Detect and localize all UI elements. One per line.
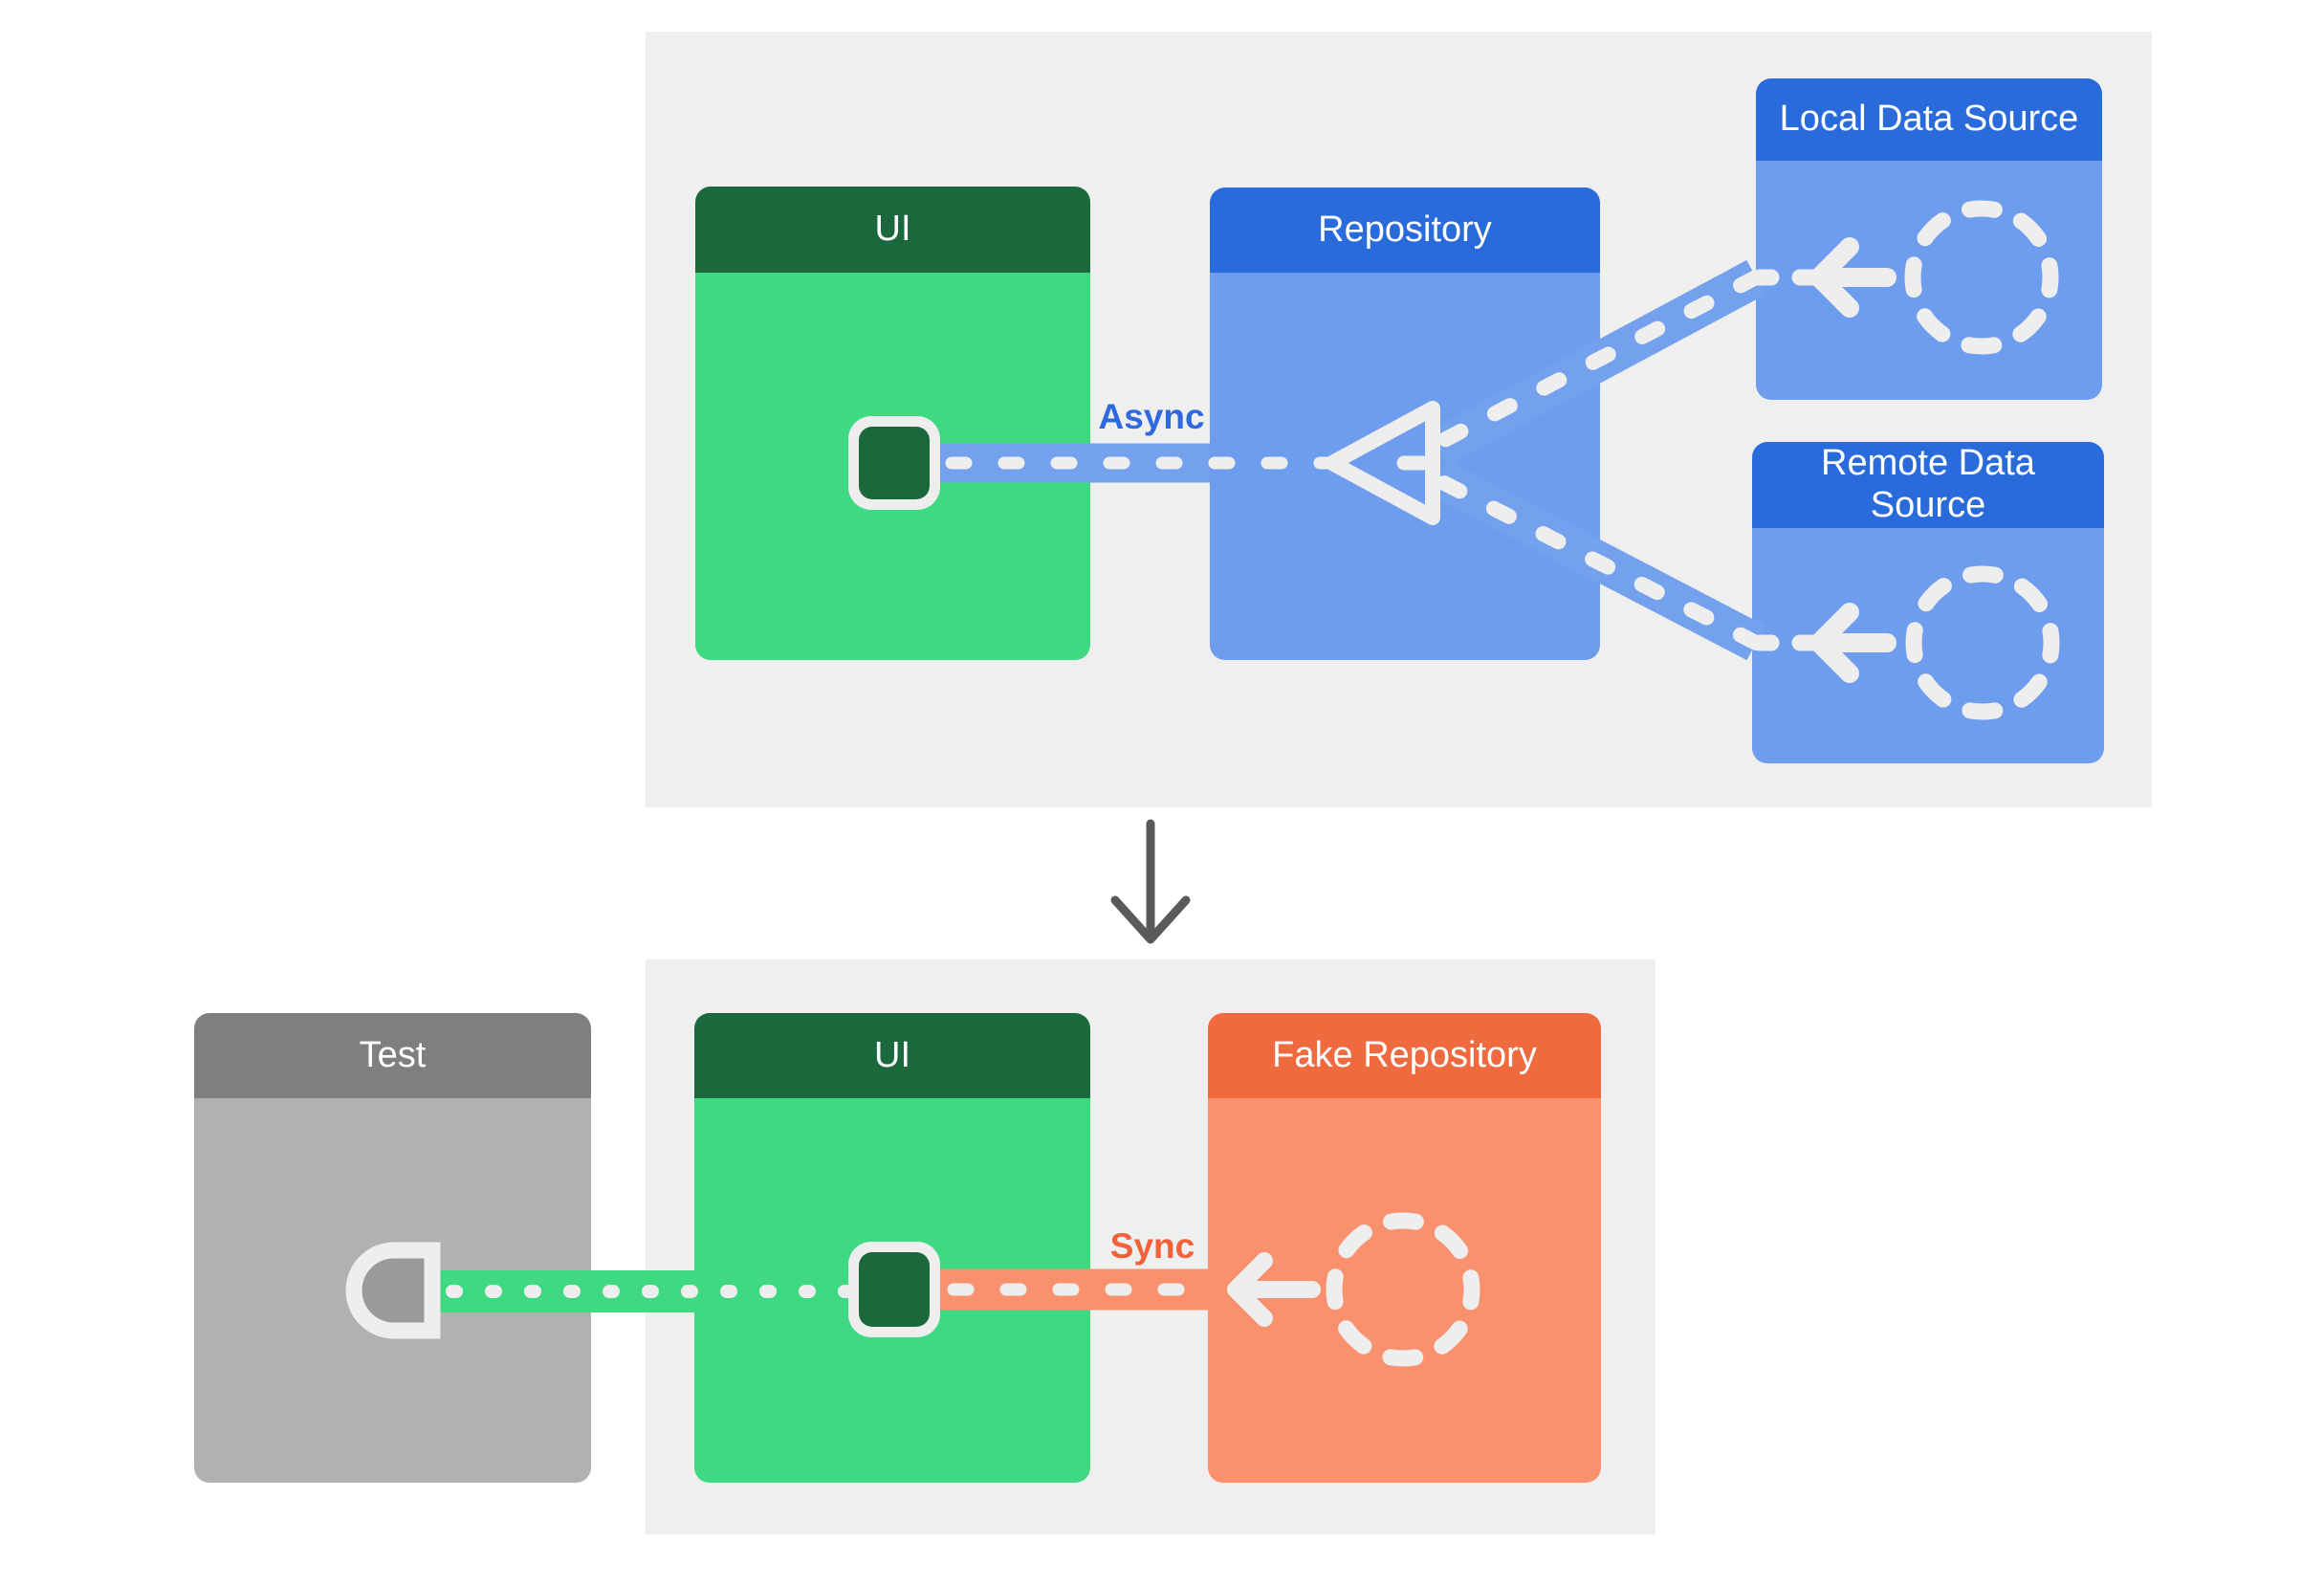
- card-ui-test-header: UI: [694, 1013, 1090, 1098]
- card-remote-data-source-header: Remote Data Source: [1752, 442, 2104, 528]
- down-arrow-icon: [1110, 895, 1191, 944]
- local-dashed-circle-icon: [1904, 200, 2059, 355]
- sync-label: Sync: [1109, 1226, 1195, 1266]
- ui-slot-inner: [859, 427, 930, 499]
- ui-slot-test-inner: [859, 1252, 930, 1327]
- card-remote-data-source-title: Remote Data Source: [1821, 443, 2035, 525]
- card-test-header: Test: [194, 1013, 591, 1098]
- ui-slot-test-icon: [848, 1242, 940, 1337]
- fake-repo-dashed-circle-icon: [1326, 1212, 1480, 1367]
- card-repository-title: Repository: [1318, 209, 1492, 250]
- async-label: Async: [1098, 397, 1205, 436]
- dashed-flow-local: [1436, 270, 1764, 448]
- remote-dashed-circle-icon: [1905, 565, 2060, 720]
- card-test-title: Test: [359, 1034, 427, 1075]
- card-repository-header: Repository: [1210, 187, 1600, 273]
- card-ui-test-title: UI: [874, 1034, 910, 1075]
- card-ui-header: UI: [695, 187, 1090, 273]
- dashed-flow-remote: [1436, 475, 1764, 650]
- ui-slot-icon: [848, 416, 940, 510]
- triangle-arrowhead-icon: [1325, 401, 1440, 525]
- test-socket-icon: [345, 1242, 441, 1339]
- card-fake-repository-title: Fake Repository: [1272, 1034, 1537, 1075]
- card-fake-repository-header: Fake Repository: [1208, 1013, 1601, 1098]
- card-local-data-source-header: Local Data Source: [1756, 78, 2102, 161]
- card-local-data-source-title: Local Data Source: [1779, 99, 2079, 140]
- card-ui-title: UI: [874, 209, 911, 250]
